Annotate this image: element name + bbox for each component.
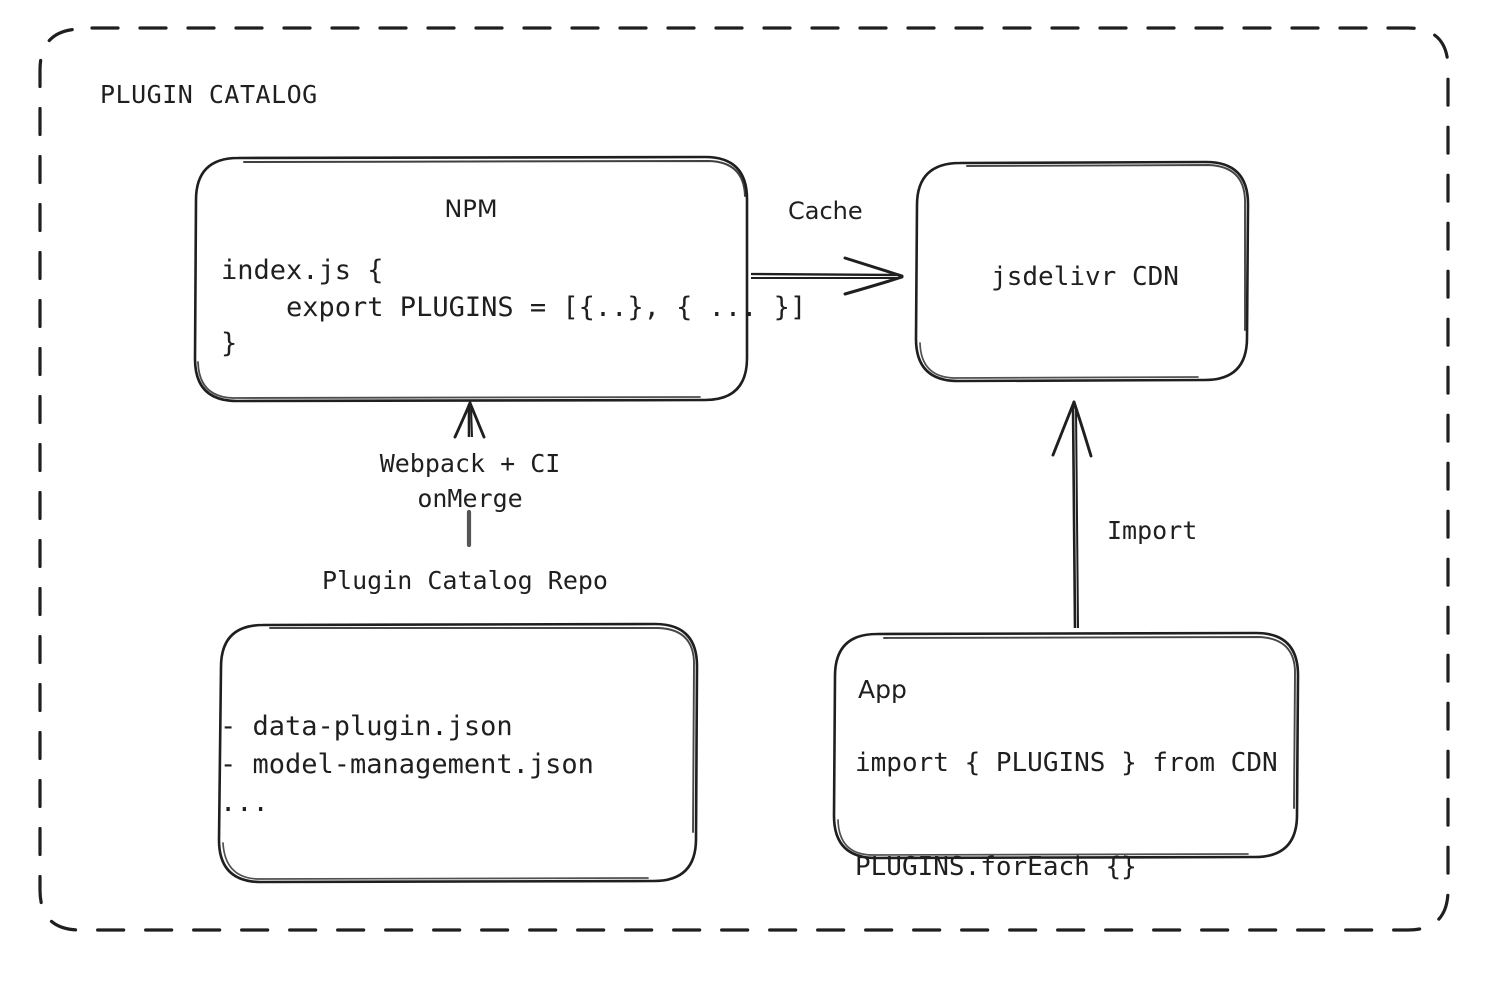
- app-node-code: import { PLUGINS } from CDN PLUGINS.forE…: [855, 748, 1278, 882]
- repo-node-items: - data-plugin.json - model-management.js…: [220, 711, 594, 818]
- import-arrow: [1051, 400, 1093, 629]
- repo-node-caption: Plugin Catalog Repo: [322, 566, 608, 595]
- cache-edge-label: Cache: [788, 197, 863, 225]
- frame-title: PLUGIN CATALOG: [100, 80, 318, 109]
- cdn-node-title: jsdelivr CDN: [991, 262, 1179, 292]
- npm-node-code: index.js { export PLUGINS = [{..}, { ...…: [221, 255, 807, 360]
- app-node-title: App: [858, 675, 907, 704]
- npm-node-title: NPM: [444, 195, 498, 223]
- import-edge-label: Import: [1107, 516, 1198, 545]
- build-edge-label: Webpack + CI onMerge: [379, 449, 561, 513]
